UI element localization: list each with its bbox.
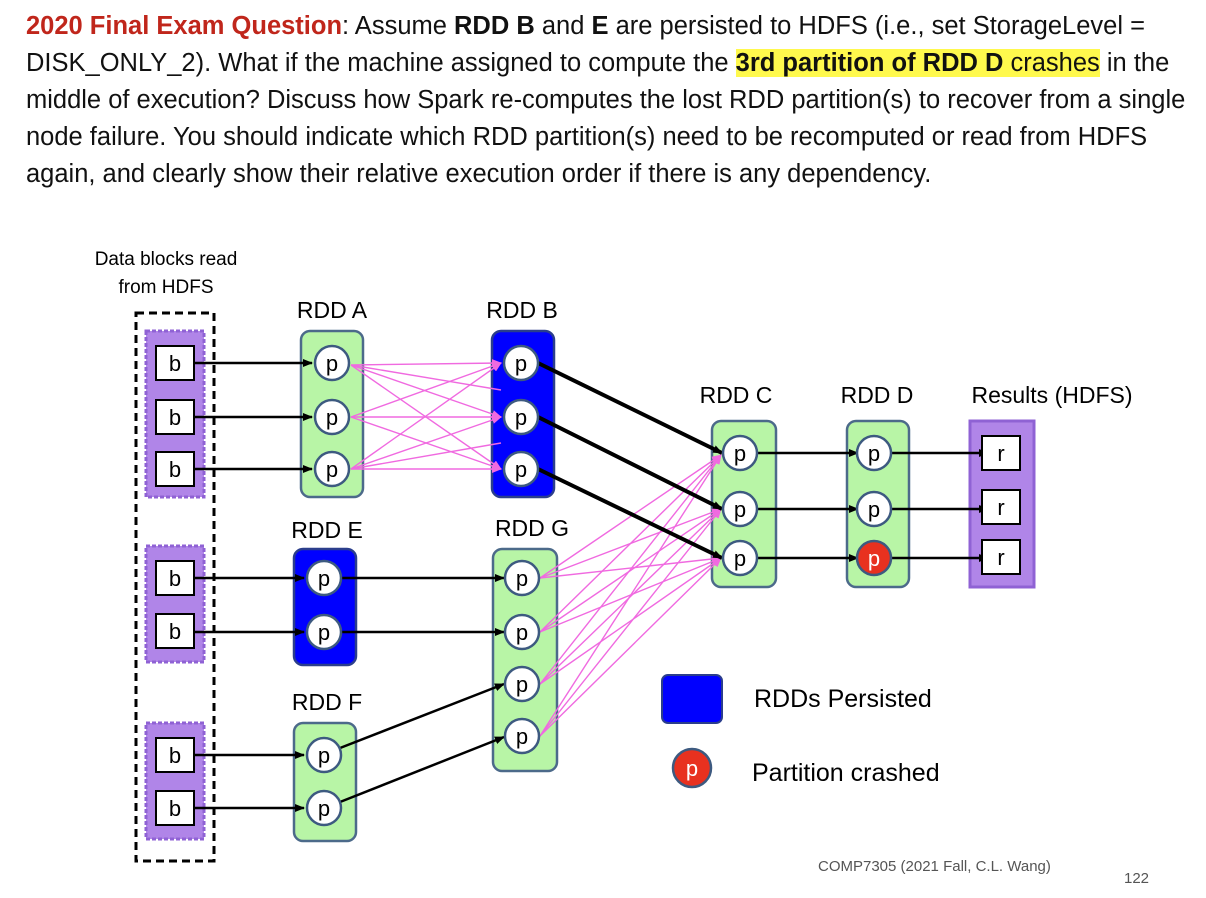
- rdd-g-label: RDD G: [495, 515, 569, 541]
- question-rdd-b: RDD B: [454, 12, 535, 40]
- partition-label: p: [318, 620, 330, 645]
- rdd-f-partition-2: p: [305, 789, 343, 827]
- question-text-4: in the middle of execution? Discuss how …: [26, 49, 1186, 188]
- partition-label: p: [515, 457, 527, 482]
- rdd-a-label: RDD A: [297, 297, 368, 323]
- legend-persisted-label: RDDs Persisted: [754, 685, 932, 713]
- partition-label: p: [516, 724, 528, 749]
- rdd-e-partition-2: p: [305, 613, 343, 651]
- hdfs-label-line1: Data blocks read: [95, 249, 238, 270]
- block-label: b: [169, 457, 181, 482]
- block-label: b: [169, 796, 181, 821]
- partition-label: p: [734, 441, 746, 466]
- exam-question: 2020 Final Exam Question: Assume RDD B a…: [26, 8, 1196, 193]
- rdd-c-partition-2: p: [721, 490, 759, 528]
- rdd-f-partition-1: p: [305, 736, 343, 774]
- question-highlight-partition: 3rd partition: [735, 49, 885, 77]
- block-f1: b: [155, 737, 195, 773]
- rdd-d-partition-3-crashed: p: [855, 539, 893, 577]
- question-highlight-space: [884, 49, 892, 77]
- partition-label: p: [326, 457, 338, 482]
- rdd-b-partition-2: p: [502, 398, 540, 436]
- rdd-g-partition-3: p: [503, 665, 541, 703]
- partition-label: p: [516, 620, 528, 645]
- partition-label: p: [868, 441, 880, 466]
- rdd-d-partition-2: p: [855, 490, 893, 528]
- partition-label: p: [734, 546, 746, 571]
- partition-label: p: [326, 405, 338, 430]
- block-e2: b: [155, 613, 195, 649]
- result-label: r: [997, 495, 1004, 520]
- legend-crashed-icon: p: [671, 747, 713, 789]
- block-e1: b: [155, 560, 195, 596]
- partition-label: p: [326, 351, 338, 376]
- result-2: r: [981, 489, 1021, 525]
- partition-label: p: [515, 405, 527, 430]
- partition-label: p: [515, 351, 527, 376]
- block-label: b: [169, 566, 181, 591]
- rdd-b-partition-1: p: [502, 344, 540, 382]
- rdd-c-partition-3: p: [721, 539, 759, 577]
- rdd-g-partition-4: p: [503, 717, 541, 755]
- legend-crashed-label: Partition crashed: [752, 759, 940, 787]
- rdd-b-partition-3: p: [502, 450, 540, 488]
- legend-persisted-swatch: [661, 674, 723, 724]
- rdd-e-partition-1: p: [305, 559, 343, 597]
- question-text-2: and: [534, 12, 592, 40]
- result-label: r: [997, 545, 1004, 570]
- footer-source: COMP7305 (2021 Fall, C.L. Wang): [818, 858, 1051, 875]
- partition-label: p: [516, 672, 528, 697]
- result-3: r: [981, 539, 1021, 575]
- block-label: b: [169, 619, 181, 644]
- result-label: r: [997, 441, 1004, 466]
- rdd-e-label: RDD E: [291, 517, 363, 543]
- rdd-d-label: RDD D: [841, 382, 914, 408]
- partition-label: p: [318, 566, 330, 591]
- block-f2: b: [155, 790, 195, 826]
- block-label: b: [169, 351, 181, 376]
- narrow-dependencies: [194, 359, 989, 812]
- hdfs-boundary: [134, 311, 216, 863]
- partition-label: p: [734, 497, 746, 522]
- rdd-d-partition-1: p: [855, 434, 893, 472]
- question-highlight-rdd-d: of RDD D: [891, 49, 1004, 77]
- rdd-a-partition-2: p: [313, 398, 351, 436]
- partition-label: p: [318, 743, 330, 768]
- partition-label: p: [868, 546, 880, 571]
- hdfs-label-line2: from HDFS: [119, 277, 214, 298]
- b-to-c-dependencies: [537, 361, 723, 560]
- rdd-c-partition-1: p: [721, 434, 759, 472]
- result-1: r: [981, 435, 1021, 471]
- question-rdd-e: E: [591, 12, 609, 40]
- shuffle-a-to-b: [350, 359, 502, 473]
- question-prefix: 2020 Final Exam Question: [26, 12, 343, 40]
- question-text-3: are persisted to HDFS (i.e., set Storage…: [26, 12, 1145, 77]
- rdd-g-partition-1: p: [503, 559, 541, 597]
- rdd-g-partition-2: p: [503, 613, 541, 651]
- block-a1: b: [155, 345, 195, 381]
- partition-label: p: [868, 497, 880, 522]
- rdd-g-box: [491, 547, 559, 773]
- partition-label: p: [318, 796, 330, 821]
- rdd-b-label: RDD B: [486, 297, 558, 323]
- block-a2: b: [155, 399, 195, 435]
- results-label: Results (HDFS): [971, 382, 1132, 408]
- rdd-a-partition-3: p: [313, 450, 351, 488]
- question-text-1: : Assume: [342, 12, 455, 40]
- block-a3: b: [155, 451, 195, 487]
- rdd-c-label: RDD C: [700, 382, 773, 408]
- block-label: b: [169, 405, 181, 430]
- rdd-a-partition-1: p: [313, 344, 351, 382]
- block-label: b: [169, 743, 181, 768]
- legend-crashed-icon-label: p: [686, 756, 698, 781]
- question-highlight-crashes: crashes: [1003, 49, 1100, 77]
- page-number: 122: [1124, 870, 1150, 887]
- rdd-f-label: RDD F: [292, 689, 362, 715]
- partition-label: p: [516, 566, 528, 591]
